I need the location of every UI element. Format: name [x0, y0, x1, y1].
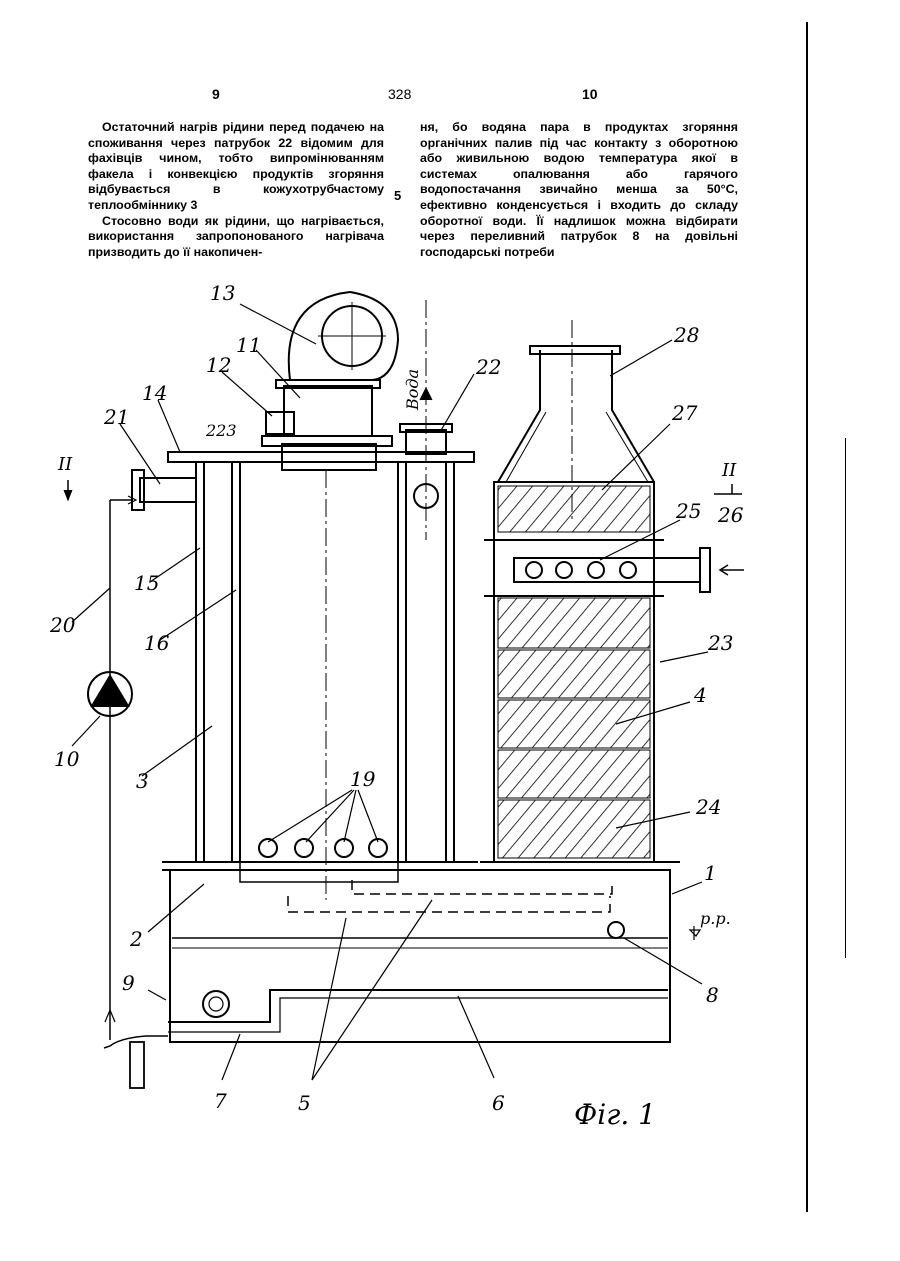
label-16: 16: [144, 631, 170, 655]
nozzles: [288, 896, 610, 912]
label-3: 3: [136, 769, 149, 793]
section-mark-right: II: [721, 460, 737, 481]
label-10: 10: [54, 747, 80, 771]
packing-4: [498, 650, 650, 698]
inlet-21: [140, 478, 196, 502]
figure-caption: Фіг. 1: [574, 1098, 656, 1131]
label-27: 27: [671, 401, 698, 425]
label-5: 5: [298, 1091, 311, 1115]
section-mark-left: II: [57, 454, 73, 475]
label-19: 19: [350, 767, 376, 791]
label-4: 4: [693, 683, 707, 707]
label-7: 7: [214, 1089, 227, 1113]
label-24: 24: [695, 795, 721, 819]
label-water: Вода: [403, 369, 422, 411]
label-8: 8: [706, 983, 719, 1007]
label-13: 13: [210, 281, 235, 305]
label-12: 12: [206, 353, 231, 377]
label-26: 26: [717, 503, 744, 527]
label-15: 15: [134, 571, 159, 595]
label-25: 25: [675, 499, 701, 523]
label-inlet-223: 223: [205, 421, 237, 440]
label-1: 1: [704, 861, 717, 885]
label-level: р.р.: [700, 909, 731, 928]
pipe-6: [168, 990, 668, 1022]
label-2: 2: [129, 927, 143, 951]
stack-28: [530, 346, 620, 354]
label-21: 21: [103, 405, 129, 429]
label-23: 23: [707, 631, 733, 655]
label-9: 9: [122, 971, 135, 995]
label-20: 20: [49, 613, 76, 637]
label-6: 6: [492, 1091, 505, 1115]
burner-base: [282, 444, 376, 470]
tank-body: [170, 870, 670, 1042]
burner-11: [284, 386, 372, 436]
label-22: 22: [475, 355, 501, 379]
packing-24: [498, 800, 650, 858]
furnace-16: [240, 462, 398, 882]
label-11: 11: [236, 333, 261, 357]
label-28: 28: [673, 323, 699, 347]
packing-27: [498, 486, 650, 532]
label-14: 14: [142, 381, 167, 405]
